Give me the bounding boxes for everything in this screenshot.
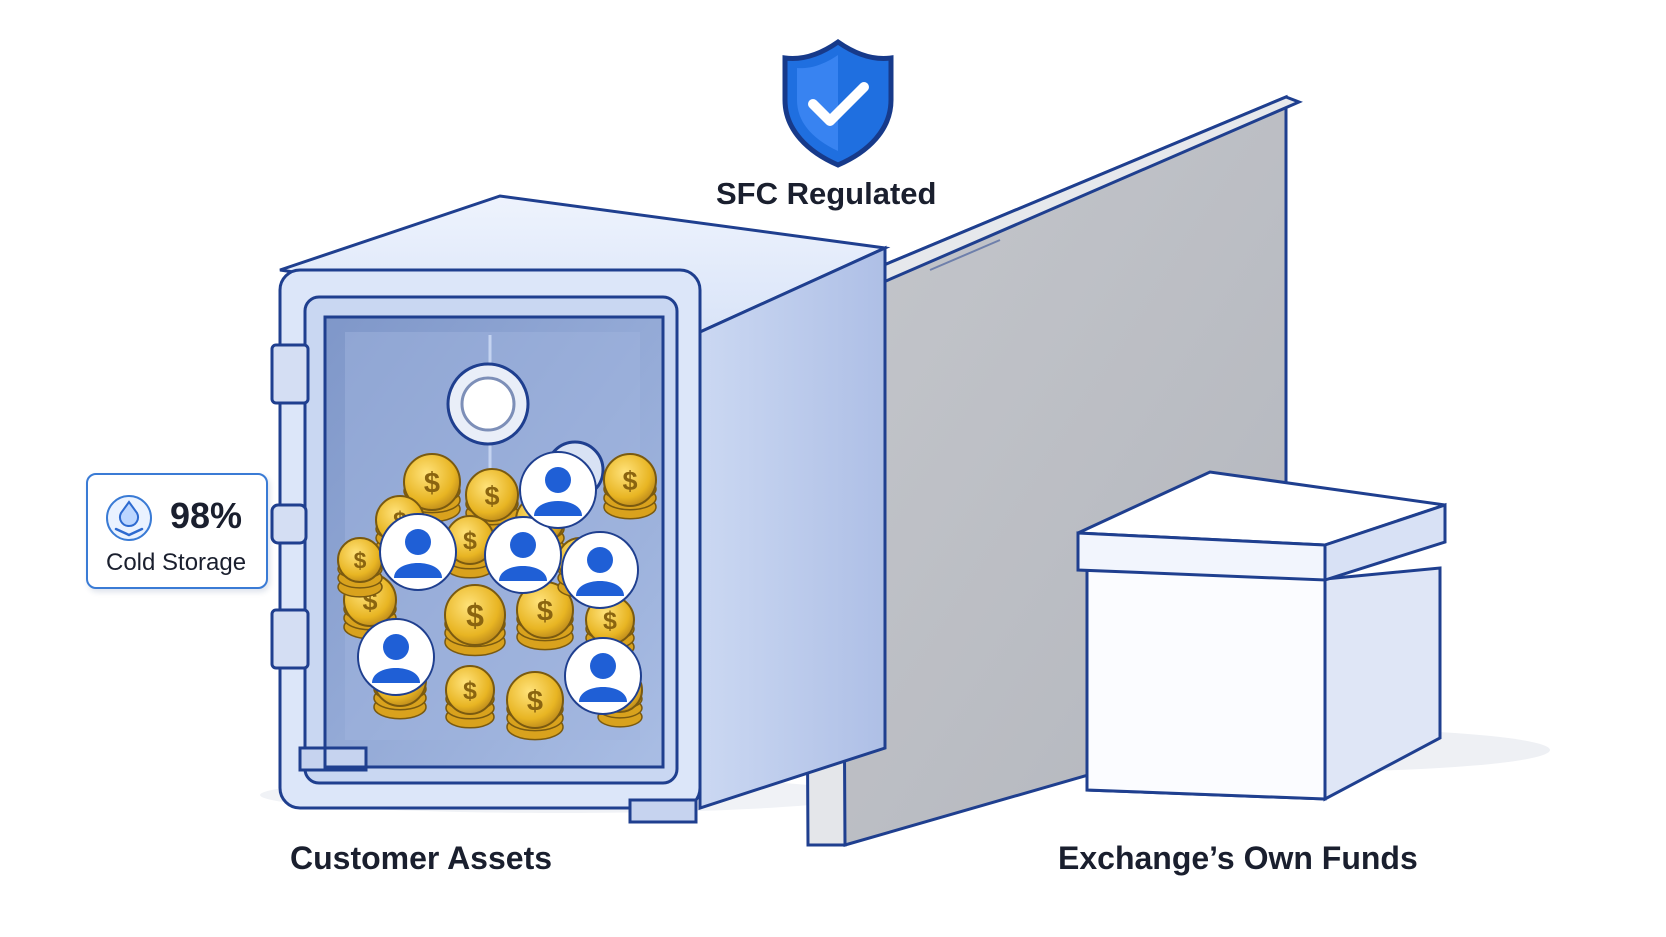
svg-text:$: $: [484, 481, 499, 511]
svg-text:$: $: [354, 547, 367, 573]
exchange-own-funds-label: Exchange’s Own Funds: [1058, 840, 1418, 876]
shield-check-icon: [782, 38, 894, 168]
hinge-top: [270, 343, 310, 405]
coin-icon: $: [603, 453, 657, 520]
cold-storage-percentage: 98%: [170, 495, 243, 536]
coin-icon: $: [516, 581, 574, 651]
sfc-regulated-label: SFC Regulated: [716, 176, 937, 211]
safe-dial-icon: [446, 362, 530, 446]
cold-storage-badge: 98% Cold Storage: [86, 473, 268, 589]
user-icon: [379, 513, 457, 591]
user-icons: [357, 451, 642, 715]
exchange-funds-box: [1076, 470, 1447, 802]
coin-icon: $: [506, 671, 564, 741]
cold-storage-icon: [106, 495, 152, 541]
hinge-bottom: [270, 608, 310, 670]
coin-icon: $: [445, 665, 495, 729]
user-icon: [519, 451, 597, 529]
user-icon: [561, 531, 639, 609]
coin-icon: $: [337, 537, 383, 598]
svg-text:$: $: [424, 468, 440, 500]
svg-text:$: $: [537, 596, 553, 628]
user-icon: [357, 618, 435, 696]
svg-text:$: $: [527, 686, 543, 718]
svg-text:$: $: [603, 607, 617, 635]
coin-icon: $: [445, 515, 495, 579]
cold-storage-label: Cold Storage: [106, 549, 247, 576]
svg-text:$: $: [466, 597, 484, 633]
svg-text:$: $: [622, 466, 637, 496]
coin-icon: $: [444, 584, 506, 657]
customer-assets-label: Customer Assets: [290, 840, 553, 876]
door-handle: [270, 503, 308, 545]
user-icon: [564, 637, 642, 715]
user-icon: [484, 516, 562, 594]
svg-text:$: $: [463, 527, 477, 555]
svg-text:$: $: [463, 677, 477, 705]
